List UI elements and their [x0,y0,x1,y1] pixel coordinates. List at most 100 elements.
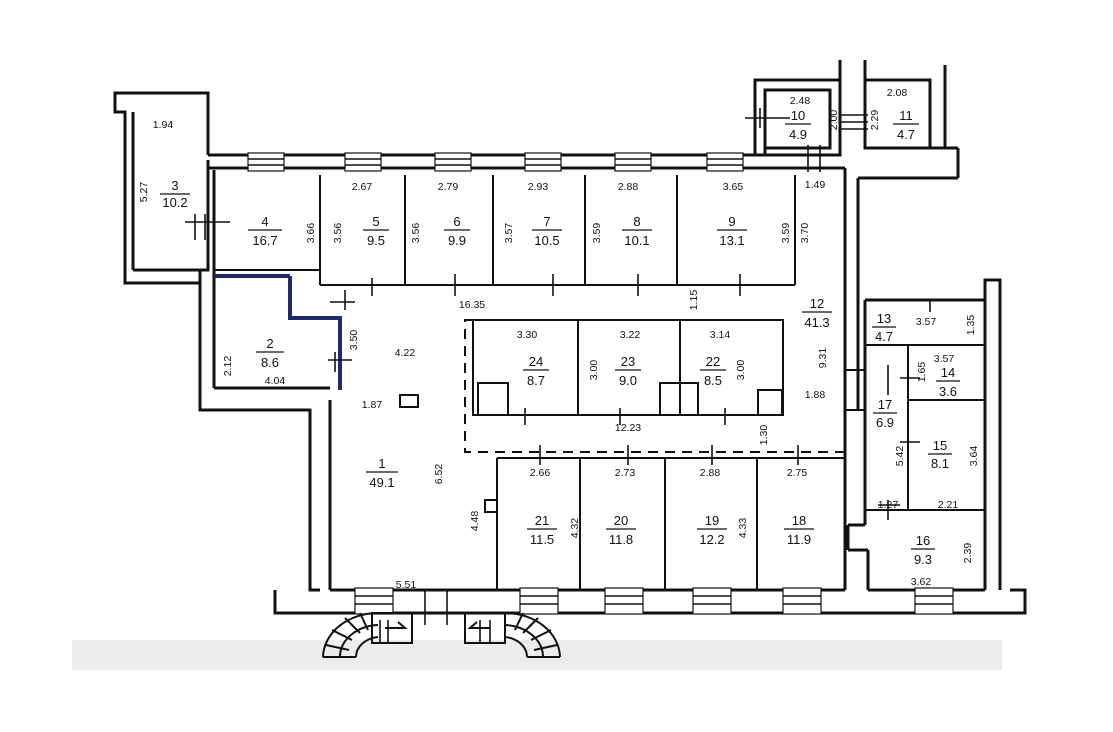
svg-text:20: 20 [614,513,628,528]
room-10-label: 104.9 [785,108,811,142]
svg-text:3.6: 3.6 [939,384,957,399]
room-labels: 310.2 416.7 59.5 69.9 710.5 810.1 913.1 … [160,108,960,567]
room-16-label: 169.3 [911,533,935,567]
svg-text:8: 8 [633,214,640,229]
dim-label: 2.66 [530,467,551,479]
window-south-6 [914,587,954,615]
dim-label: 16.35 [459,299,485,311]
svg-text:10.5: 10.5 [534,233,559,248]
svg-text:4.7: 4.7 [875,329,893,344]
room-7-label: 710.5 [532,214,562,248]
windows [247,152,954,615]
dim-label: 1.65 [916,362,928,383]
svg-text:9.3: 9.3 [914,552,932,567]
interior-walls [214,175,985,590]
dim-label: 3.14 [710,329,731,341]
dim-label: 3.57 [916,316,937,328]
svg-text:16: 16 [916,533,930,548]
dim-label: 4.04 [265,375,286,387]
svg-text:9: 9 [728,214,735,229]
dim-label: 3.56 [410,223,422,244]
svg-text:23: 23 [621,354,635,369]
window-south-4 [692,587,732,615]
dimension-labels: 1.94 5.27 2.67 2.79 2.93 2.88 3.65 3.66 … [138,87,980,591]
dim-label: 3.66 [305,223,317,244]
scan-shadow [72,640,1002,670]
svg-text:13.1: 13.1 [719,233,744,248]
dim-label: 2.73 [615,467,636,479]
svg-text:7: 7 [543,214,550,229]
dim-label: 5.42 [894,446,906,467]
svg-text:18: 18 [792,513,806,528]
dim-label: 3.00 [588,360,600,381]
room-5-label: 59.5 [363,214,389,248]
svg-text:8.7: 8.7 [527,373,545,388]
dim-label: 4.32 [569,518,581,539]
svg-text:10.2: 10.2 [162,195,187,210]
svg-text:3: 3 [171,178,178,193]
dim-label: 2.88 [618,181,639,193]
room-1-label: 149.1 [366,456,398,490]
room-22-label: 228.5 [700,354,726,388]
svg-text:11.8: 11.8 [609,532,633,547]
window-south-2 [519,587,559,615]
room-8-label: 810.1 [622,214,652,248]
window-north-1 [247,152,285,172]
svg-text:8.5: 8.5 [704,373,722,388]
dim-label: 2.48 [790,95,811,107]
svg-text:5: 5 [372,214,379,229]
room-23-label: 239.0 [615,354,641,388]
dim-label: 3.56 [332,223,344,244]
dim-label: 2.93 [528,181,549,193]
dim-label: 3.64 [968,446,980,467]
dim-label: 3.30 [517,329,538,341]
room-15-label: 158.1 [928,438,952,471]
window-north-4 [524,152,562,172]
dim-label: 3.62 [911,576,932,588]
room-6-label: 69.9 [444,214,470,248]
svg-text:1: 1 [378,456,385,471]
svg-text:11: 11 [899,108,913,123]
svg-text:10: 10 [791,108,805,123]
svg-text:17: 17 [878,397,892,412]
dim-label: 1.15 [688,290,700,311]
dim-label: 2.00 [828,110,840,131]
dim-label: 3.70 [799,223,811,244]
dim-label: 2.39 [962,543,974,564]
svg-text:12: 12 [810,296,824,311]
dim-label: 2.21 [938,499,959,511]
dim-label: 3.57 [934,353,955,365]
dim-label: 3.59 [780,223,792,244]
room-3-label: 310.2 [160,178,190,210]
window-south-1 [354,587,394,615]
room-24-label: 248.7 [523,354,549,388]
dim-label: 1.35 [965,315,977,336]
svg-text:16.7: 16.7 [252,233,277,248]
svg-text:24: 24 [529,354,543,369]
dim-label: 1.49 [805,179,826,191]
svg-text:9.5: 9.5 [367,233,385,248]
svg-text:4.7: 4.7 [897,127,915,142]
room-4-label: 416.7 [248,214,282,248]
svg-text:19: 19 [705,513,719,528]
dim-label: 3.22 [620,329,641,341]
window-north-5 [614,152,652,172]
room-14-label: 143.6 [936,365,960,399]
dim-label: 4.22 [395,347,416,359]
dim-label: 3.50 [348,330,360,351]
dim-label: 2.12 [222,356,234,377]
dim-label: 12.23 [615,422,641,434]
dim-label: 9.31 [817,348,829,369]
svg-text:49.1: 49.1 [369,475,394,490]
dim-label: 3.65 [723,181,744,193]
svg-text:9.9: 9.9 [448,233,466,248]
svg-text:6: 6 [453,214,460,229]
svg-text:9.0: 9.0 [619,373,637,388]
dim-label: 2.75 [787,467,808,479]
dim-label: 2.88 [700,467,721,479]
svg-text:8.1: 8.1 [931,456,949,471]
window-north-6 [706,152,744,172]
svg-text:6.9: 6.9 [876,415,894,430]
